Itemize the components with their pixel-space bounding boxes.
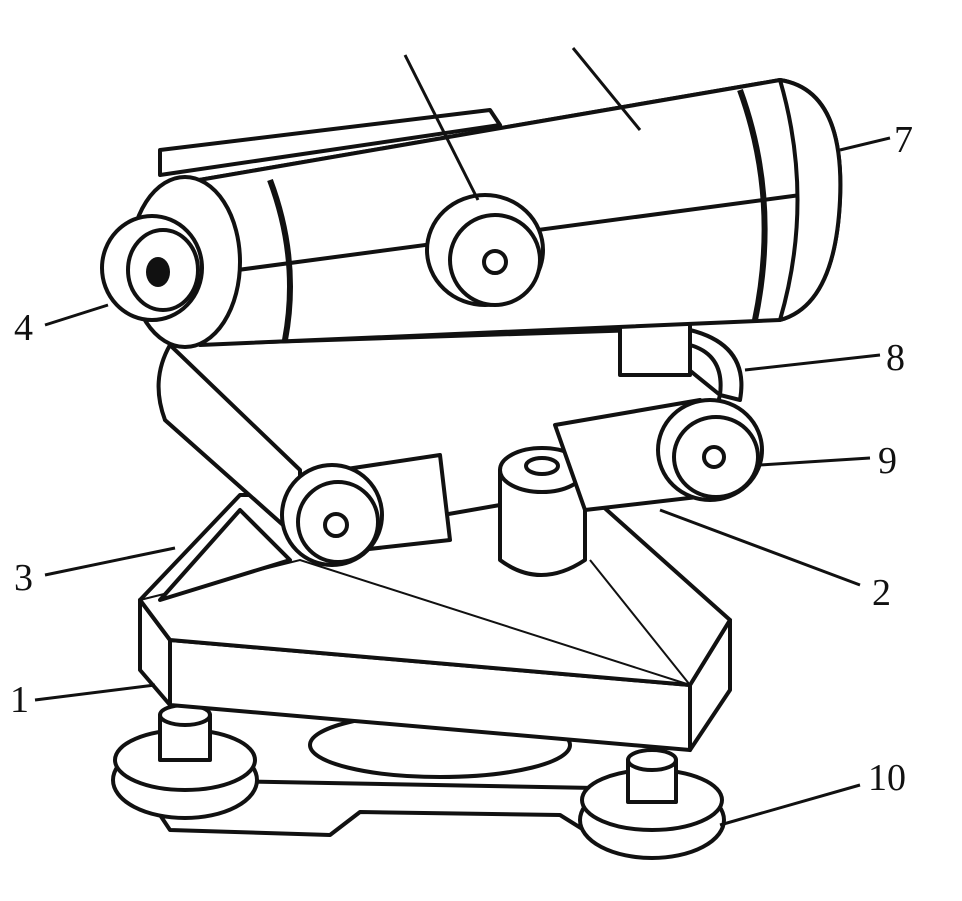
label-8: 8 (886, 337, 905, 379)
leveling-screw-left (111, 703, 259, 820)
sight-leader (571, 47, 642, 131)
label-7: 7 (894, 119, 913, 161)
leader-3 (44, 546, 176, 577)
label-4: 4 (14, 307, 33, 349)
focusing-knob (425, 193, 545, 307)
leader-10 (719, 783, 861, 827)
vertical-axis-post (498, 446, 587, 577)
eyepiece (100, 175, 242, 349)
label-9: 9 (878, 440, 897, 482)
label-1: 1 (10, 679, 29, 721)
leader-1 (34, 683, 156, 702)
leader-9 (759, 456, 871, 467)
focus-knob-leader (403, 54, 480, 201)
label-3: 3 (14, 557, 33, 599)
leader-8 (744, 353, 881, 372)
label-2: 2 (872, 572, 891, 614)
clamp-screw (280, 453, 452, 567)
leader-2 (659, 508, 861, 587)
label-10: 10 (868, 757, 906, 799)
fine-adjust-screw (553, 398, 764, 512)
leveling-screw-right (578, 748, 726, 860)
leader-7 (839, 136, 891, 152)
leader-4 (44, 303, 109, 327)
